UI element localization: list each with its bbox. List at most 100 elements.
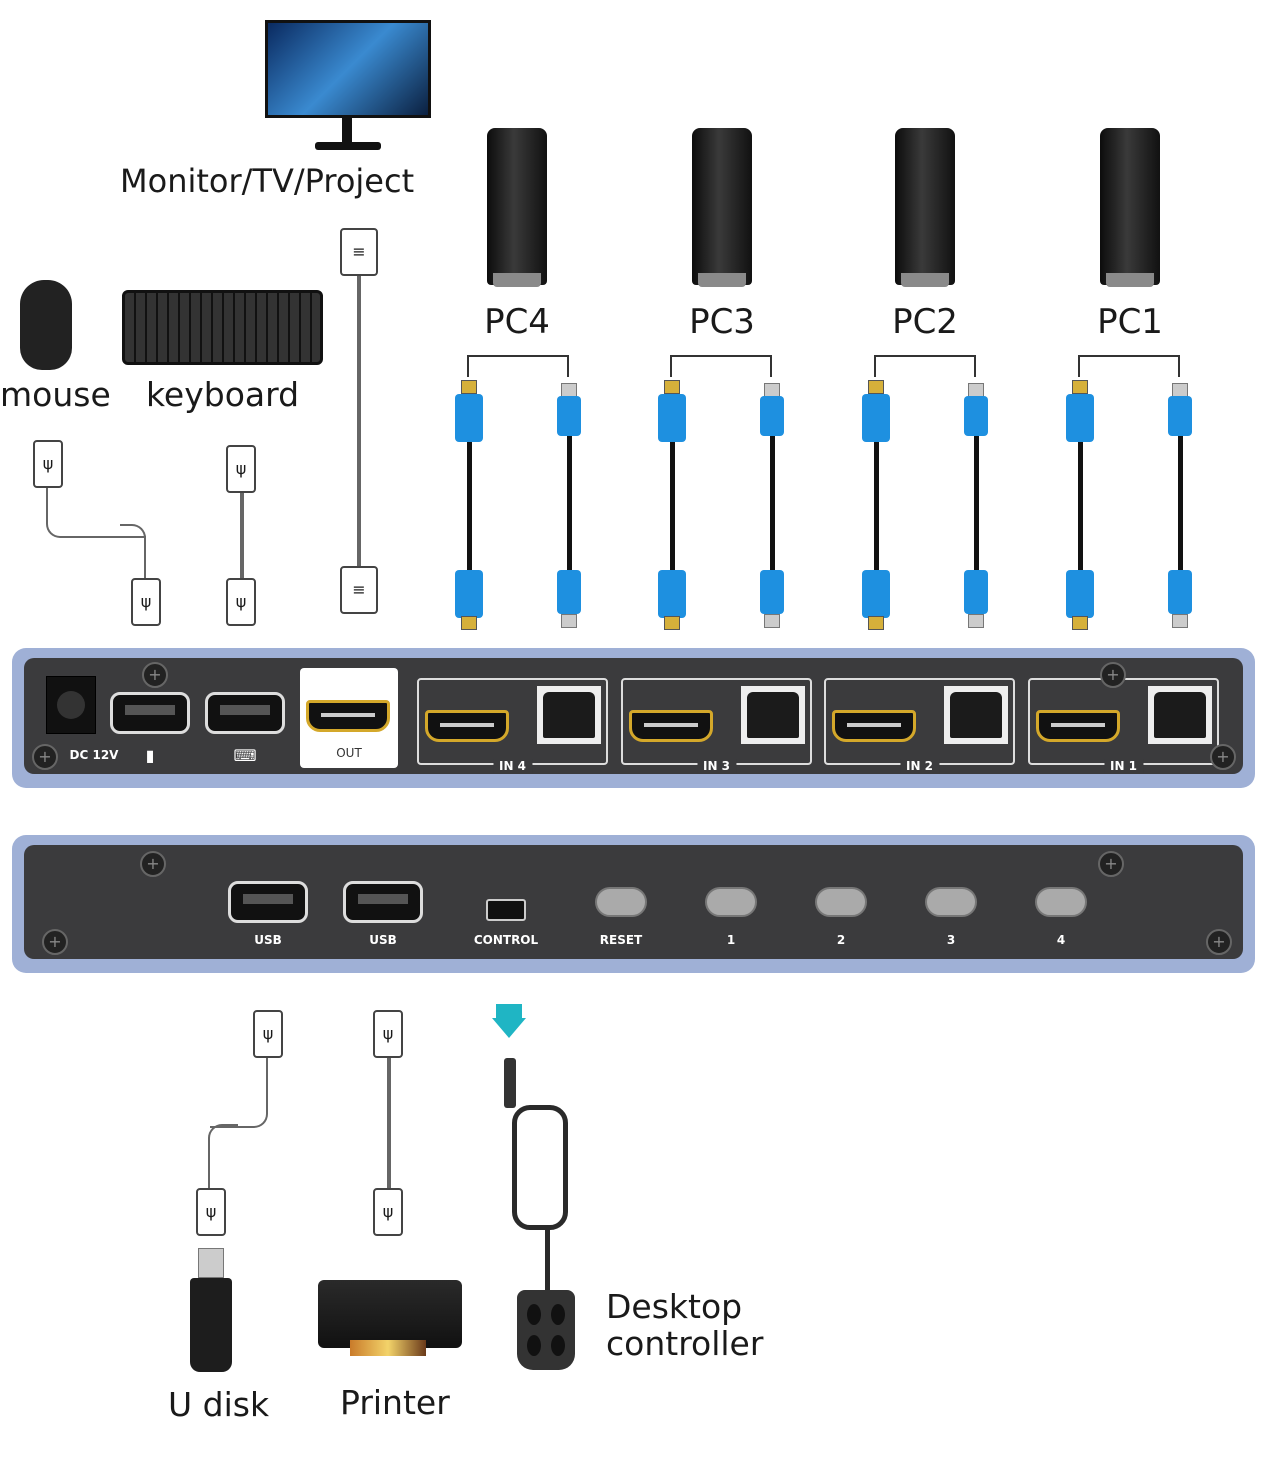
hdmi-tip xyxy=(868,380,884,394)
usb-b-tip xyxy=(561,614,577,628)
hdmi-out-port xyxy=(306,700,390,732)
arrow-down-icon xyxy=(496,1004,522,1020)
keyboard-cable xyxy=(240,493,244,578)
usb-b-tip xyxy=(1172,614,1188,628)
usb-connector-icon: ψ xyxy=(253,1010,283,1058)
pc2-label: PC2 xyxy=(892,302,958,342)
usb-connector-icon: ψ xyxy=(373,1010,403,1058)
dc-jack xyxy=(46,676,96,734)
reset-label: RESET xyxy=(599,933,643,947)
hdmi-in-port xyxy=(629,710,713,742)
udisk-cable xyxy=(208,1124,238,1188)
hdmi-cable xyxy=(357,276,361,566)
pc-cable-bracket xyxy=(670,355,772,377)
button-4-label: 4 xyxy=(1056,933,1066,947)
hdmi-connector-icon xyxy=(455,570,483,618)
hdmi-tip xyxy=(664,380,680,394)
mouse-cable xyxy=(46,488,146,538)
keyboard-icon xyxy=(122,290,323,365)
button-1-label: 1 xyxy=(726,933,736,947)
arrow-down-icon-head xyxy=(492,1018,526,1038)
kvm-back-panel: + + + + USB USB CONTROL RESET 1 2 3 4 xyxy=(12,835,1255,973)
hdmi-cable xyxy=(874,442,879,570)
udisk-cable xyxy=(210,1058,268,1128)
pc3-icon xyxy=(692,128,752,287)
usb-connector-icon: ψ xyxy=(131,578,161,626)
switch-button-2 xyxy=(815,887,867,917)
control-label: CONTROL xyxy=(473,933,539,947)
hdmi-connector-icon xyxy=(862,394,890,442)
screw-icon: + xyxy=(1210,744,1236,770)
usb-connector-icon: ψ xyxy=(226,578,256,626)
hdmi-connector-icon: ≡ xyxy=(340,228,378,276)
screw-icon: + xyxy=(32,744,58,770)
in1-group: IN 1 xyxy=(1028,678,1219,773)
kvm-front-panel: + DC 12V + ▮ ⌨ OUT IN 4 IN 3 IN 2 IN 1 +… xyxy=(12,648,1255,788)
hdmi-tip xyxy=(1072,380,1088,394)
monitor-icon xyxy=(265,20,431,118)
hdmi-connector-icon xyxy=(1066,394,1094,442)
hdmi-cable xyxy=(1078,442,1083,570)
in4-label: IN 4 xyxy=(492,759,533,773)
screw-icon: + xyxy=(1206,929,1232,955)
usb-b-port xyxy=(944,686,1008,744)
hdmi-in-port xyxy=(832,710,916,742)
usb-label: USB xyxy=(369,933,397,947)
controller-cable-coil xyxy=(512,1105,568,1230)
usb-cable xyxy=(770,436,775,570)
pc-cable-bracket xyxy=(874,355,976,377)
usb-b-connector-icon xyxy=(1168,570,1192,614)
switch-button-1 xyxy=(705,887,757,917)
usb-b-connector-icon xyxy=(557,570,581,614)
pc2-icon xyxy=(895,128,955,287)
hdmi-cable xyxy=(670,442,675,570)
usb-cable xyxy=(1178,436,1183,570)
button-3-label: 3 xyxy=(946,933,956,947)
hdmi-connector-icon xyxy=(658,570,686,618)
switch-button-3 xyxy=(925,887,977,917)
mini-usb-connector xyxy=(504,1058,516,1108)
udisk-icon xyxy=(190,1278,232,1372)
keyboard-label: keyboard xyxy=(146,375,300,414)
hdmi-tip xyxy=(1072,616,1088,630)
dc-label: DC 12V xyxy=(69,748,119,762)
out-label: OUT xyxy=(336,746,362,760)
controller-label-line2: controller xyxy=(606,1324,764,1363)
printer-label: Printer xyxy=(340,1383,450,1422)
hdmi-in-port xyxy=(1036,710,1120,742)
usb-b-connector-icon xyxy=(760,570,784,614)
controller-cable xyxy=(545,1230,550,1290)
hdmi-tip xyxy=(461,380,477,394)
controller-label-line1: Desktop xyxy=(606,1287,743,1326)
button-2-label: 2 xyxy=(836,933,846,947)
mouse-icon xyxy=(20,280,72,370)
usb-connector-icon: ψ xyxy=(196,1188,226,1236)
printer-icon xyxy=(318,1280,462,1348)
hdmi-tip xyxy=(868,616,884,630)
pc-cable-bracket xyxy=(1078,355,1180,377)
hdmi-connector-icon: ≡ xyxy=(340,566,378,614)
usb-tip xyxy=(764,383,780,397)
udisk-connector xyxy=(198,1248,224,1278)
hdmi-out-box: OUT xyxy=(300,668,398,768)
desktop-controller-icon xyxy=(517,1290,575,1370)
usb-connector-icon: ψ xyxy=(33,440,63,488)
screw-icon: + xyxy=(42,929,68,955)
usb-connector-icon xyxy=(964,396,988,436)
pc-cable-bracket xyxy=(467,355,569,377)
usb-tip xyxy=(561,383,577,397)
usb-port-2 xyxy=(343,881,423,923)
pc4-label: PC4 xyxy=(484,302,550,342)
monitor-stand xyxy=(342,118,352,142)
screw-icon: + xyxy=(142,662,168,688)
keyboard-port-icon: ⌨ xyxy=(233,746,257,765)
in2-group: IN 2 xyxy=(824,678,1015,773)
usb-connector-icon: ψ xyxy=(373,1188,403,1236)
reset-button xyxy=(595,887,647,917)
usb-b-tip xyxy=(968,614,984,628)
pc3-label: PC3 xyxy=(689,302,755,342)
in4-group: IN 4 xyxy=(417,678,608,773)
monitor-base xyxy=(315,142,381,150)
in3-group: IN 3 xyxy=(621,678,812,773)
usb-connector-icon: ψ xyxy=(226,445,256,493)
